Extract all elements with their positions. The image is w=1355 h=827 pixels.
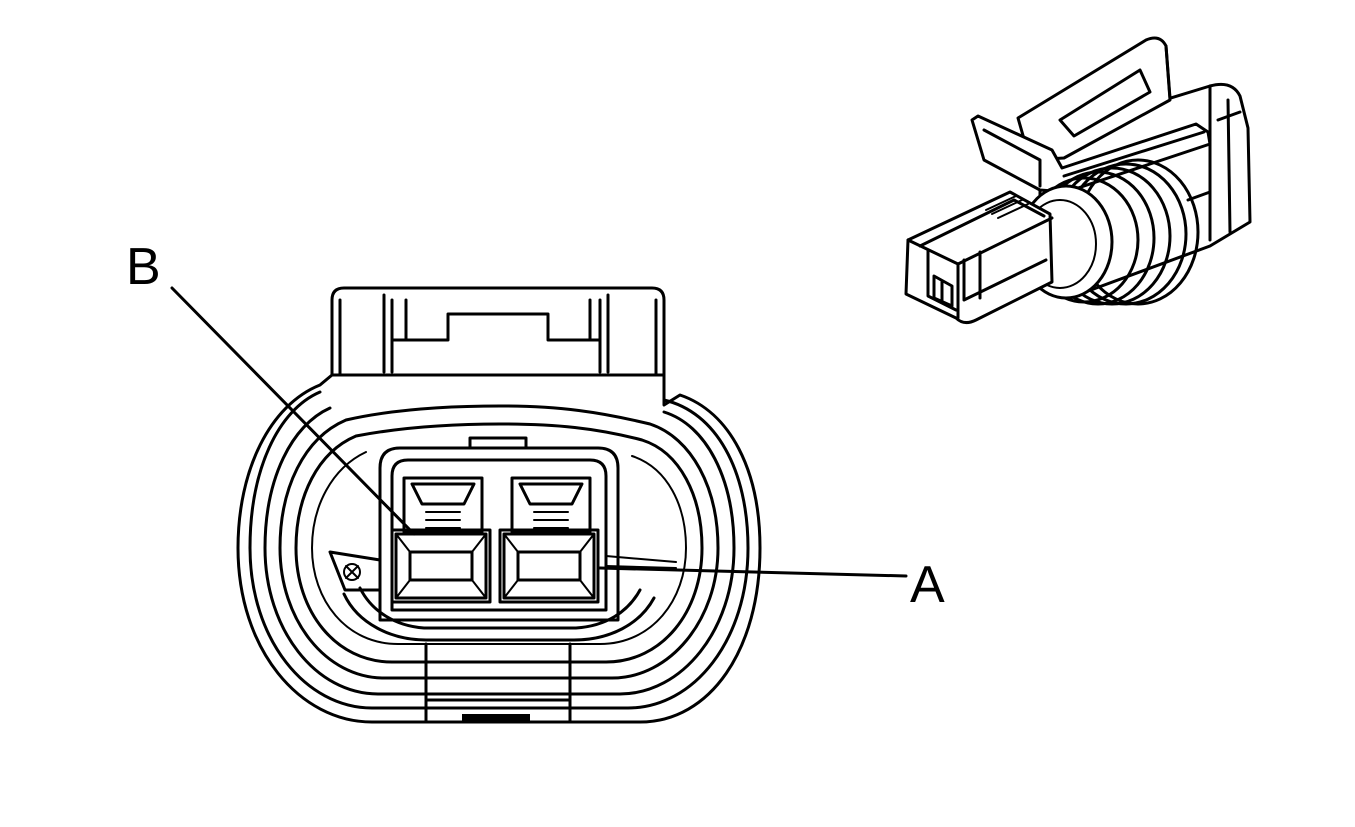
pin-cavity-b <box>390 476 492 604</box>
latch-housing <box>330 286 666 392</box>
leader-line-a <box>598 566 908 578</box>
connector-face-view: B A <box>126 238 945 724</box>
connector-isometric-view <box>904 36 1252 325</box>
leader-line-b <box>170 286 416 536</box>
pin-cavity-a <box>498 476 600 604</box>
label-pin-a: A <box>910 556 945 614</box>
label-pin-b: B <box>126 238 161 296</box>
